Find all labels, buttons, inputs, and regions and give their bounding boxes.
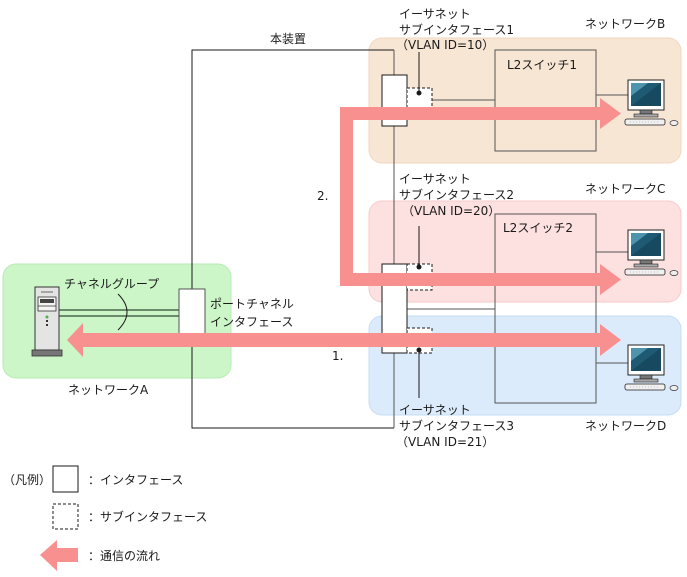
network-b-label: ネットワークB bbox=[585, 17, 665, 31]
legend-subinterface-symbol bbox=[52, 503, 79, 530]
dot-sub1 bbox=[416, 90, 422, 96]
network-c-label: ネットワークC bbox=[585, 182, 665, 196]
sub1-label-line2: サブインタフェース1 bbox=[399, 22, 514, 37]
sub2-label-line1: イーサネット bbox=[399, 172, 471, 186]
port-channel-interface bbox=[178, 288, 206, 336]
switch-2-label: L2スイッチ2 bbox=[503, 221, 573, 235]
sub3-label-line2: サブインタフェース3 bbox=[399, 418, 514, 433]
dot-sub2 bbox=[416, 264, 422, 270]
flow-arrow-2 bbox=[340, 98, 621, 295]
device-outline bbox=[191, 49, 394, 429]
channel-group-label: チャネルグループ bbox=[64, 277, 159, 291]
sub2-vlan-label: （VLAN ID=20） bbox=[402, 204, 500, 218]
flow-1-label: 1. bbox=[332, 349, 343, 363]
port-channel-label-line2: インタフェース bbox=[210, 315, 293, 329]
flow-arrow-1 bbox=[67, 323, 621, 357]
channel-group-bracket bbox=[117, 293, 128, 331]
server-icon bbox=[31, 286, 63, 357]
dot-sub3 bbox=[416, 347, 422, 353]
switch-1-label: L2スイッチ1 bbox=[507, 58, 577, 72]
legend-flow-arrow-icon bbox=[40, 540, 78, 571]
flow-2-label: 2. bbox=[317, 189, 328, 203]
sub2-label-line2: サブインタフェース2 bbox=[399, 187, 514, 202]
sub3-vlan-label: （VLAN ID=21） bbox=[396, 435, 494, 449]
sub3-label-line1: イーサネット bbox=[399, 403, 471, 417]
legend-title: （凡例） bbox=[3, 473, 51, 487]
legend-flow-label: ：通信の流れ bbox=[88, 549, 160, 563]
sub1-label-line1: イーサネット bbox=[399, 7, 471, 21]
network-a-label: ネットワークA bbox=[68, 383, 149, 397]
legend-interface-label: ：インタフェース bbox=[88, 473, 183, 487]
network-a-region bbox=[2, 263, 232, 379]
sub1-vlan-label: （VLAN ID=10） bbox=[396, 38, 494, 52]
legend-subinterface-label: ：サブインタフェース bbox=[88, 509, 207, 524]
legend-interface-symbol bbox=[52, 465, 79, 493]
device-label: 本装置 bbox=[270, 32, 306, 46]
port-channel-label-line1: ポートチャネル bbox=[210, 297, 294, 311]
network-d-label: ネットワークD bbox=[585, 419, 666, 433]
legend: （凡例） ：インタフェース ：サブインタフェース ：通信の流れ bbox=[3, 465, 207, 571]
network-b-region bbox=[368, 37, 682, 164]
